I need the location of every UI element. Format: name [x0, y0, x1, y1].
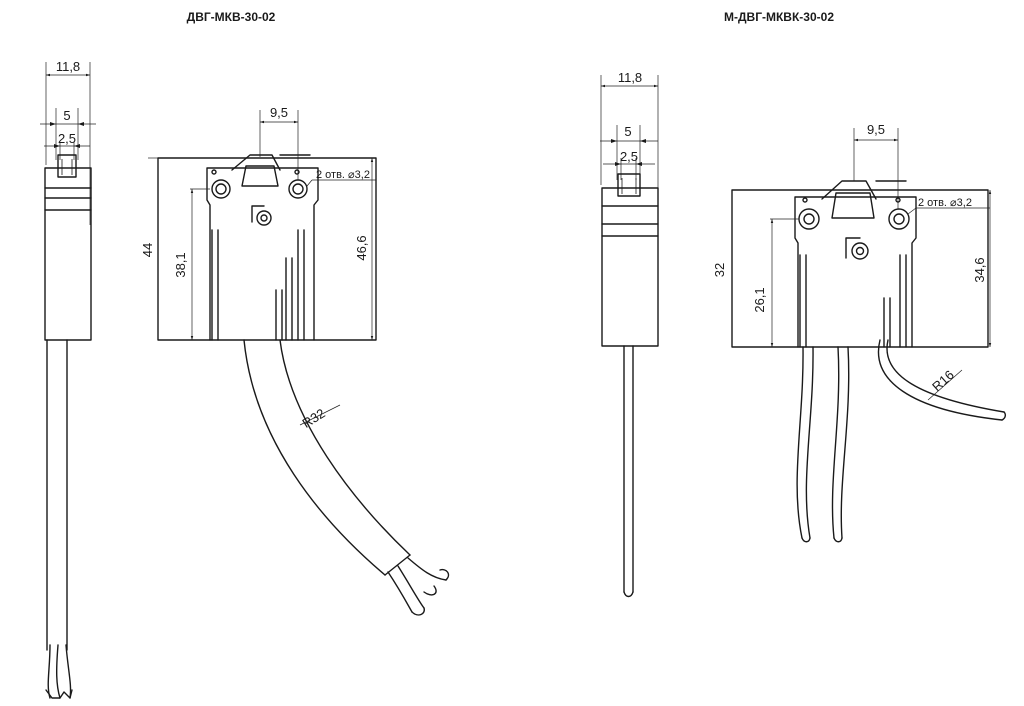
right-dim-width: 11,8 [618, 70, 642, 85]
right-side-dimensions: 11,8 5 2,5 [600, 70, 659, 260]
right-title: М-ДВГ-МКВК-30-02 [724, 10, 834, 24]
left-side-dimensions: 11,8 5 2,5 [40, 59, 96, 225]
left-title: ДВГ-МКВ-30-02 [187, 10, 276, 24]
left-front-view [157, 154, 377, 341]
left-dim-width: 11,8 [56, 59, 80, 74]
left-front-dimensions: 9,5 2 отв. ⌀3,2 44 38,1 46,6 [140, 105, 376, 340]
right-dim-radius: R16 [929, 367, 957, 394]
right-dim-pitch: 9,5 [867, 122, 885, 137]
right-dim-h1: 26,1 [752, 287, 767, 312]
right-front-view [731, 180, 989, 348]
left-dim-radius: R32 [300, 406, 328, 431]
manufacturer-logo-icon [845, 237, 869, 260]
left-dim-inner: 2,5 [58, 131, 76, 146]
left-cable: R32 [243, 339, 450, 616]
right-side-view [601, 173, 659, 598]
left-dim-h1: 38,1 [173, 252, 188, 277]
right-drawing: М-ДВГ-МКВК-30-02 11,8 5 2,5 [600, 10, 1007, 598]
left-dim-holes: 2 отв. ⌀3,2 [316, 169, 370, 181]
right-dim-inner: 2,5 [620, 149, 638, 164]
right-dim-height: 32 [712, 263, 727, 277]
left-side-view [44, 154, 92, 699]
left-drawing: ДВГ-МКВ-30-02 11,8 5 2,5 [40, 10, 450, 699]
left-dim-pitch: 9,5 [270, 105, 288, 120]
right-dim-h2: 34,6 [972, 257, 987, 282]
left-dim-mid: 5 [63, 108, 70, 123]
left-dim-height: 44 [140, 243, 155, 257]
manufacturer-logo-icon [251, 205, 272, 226]
right-dim-holes: 2 отв. ⌀3,2 [918, 197, 972, 209]
right-front-dimensions: 9,5 2 отв. ⌀3,2 32 26,1 34,6 [712, 122, 992, 347]
right-wires: R16 [796, 339, 1007, 543]
right-dim-mid: 5 [624, 124, 631, 139]
left-dim-h2: 46,6 [354, 235, 369, 260]
